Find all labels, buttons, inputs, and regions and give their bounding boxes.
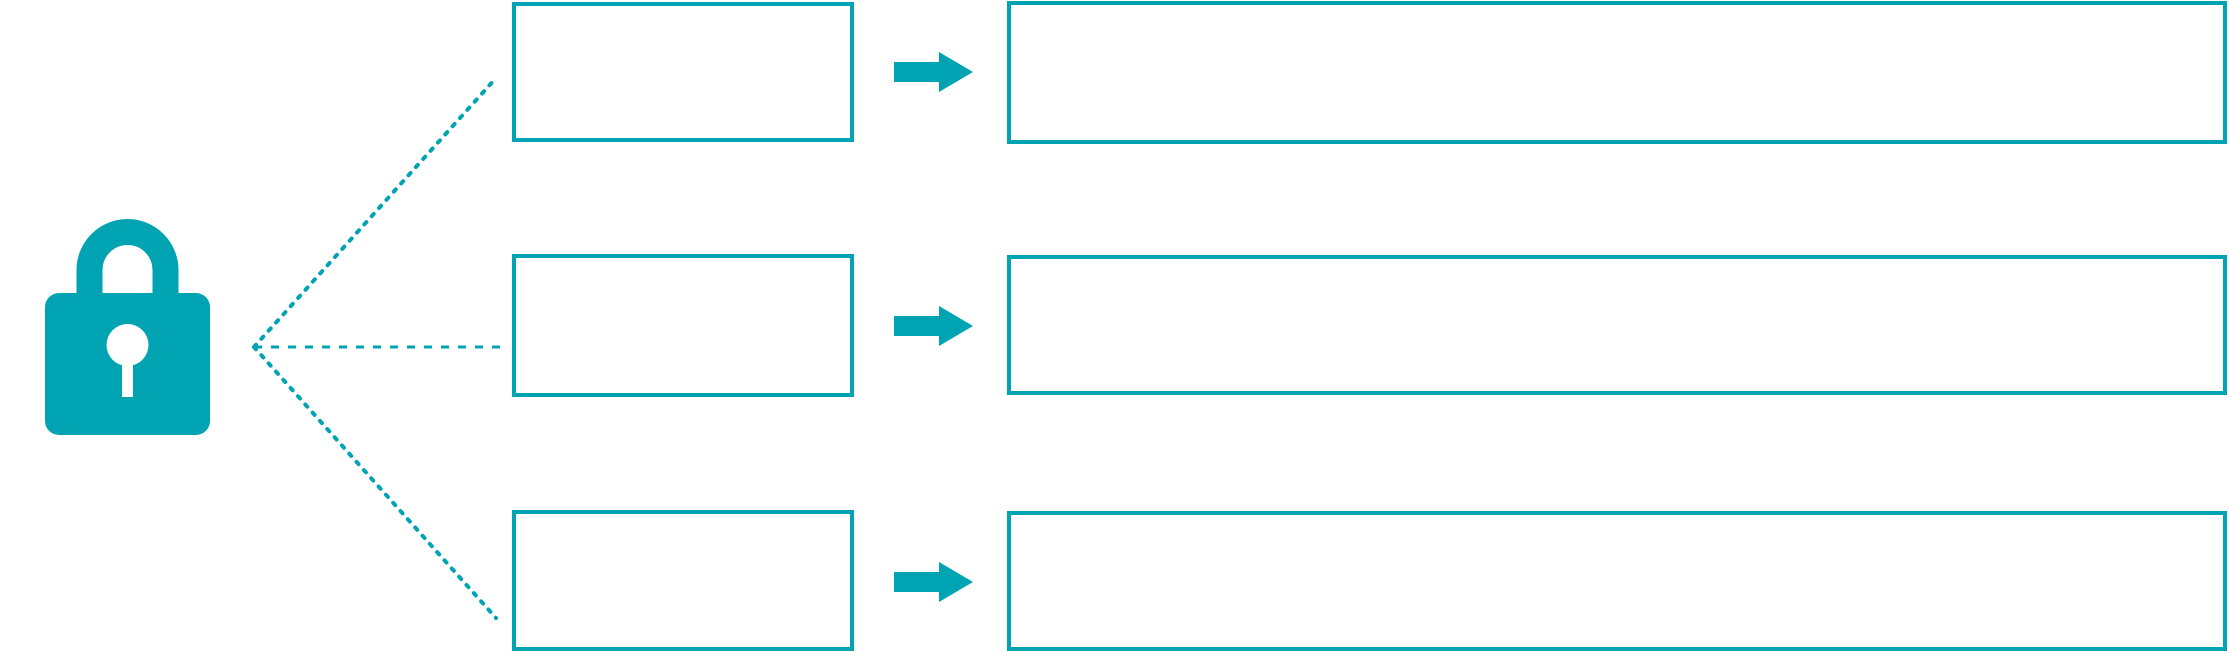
small-box-row-1 bbox=[512, 2, 854, 142]
dotted-connector-top bbox=[252, 76, 498, 349]
large-box-row-2 bbox=[1007, 255, 2227, 395]
arrow-right-icon bbox=[894, 52, 973, 92]
arrow-right-icon bbox=[894, 562, 973, 602]
padlock-shackle bbox=[76, 219, 179, 305]
padlock-icon bbox=[45, 219, 210, 435]
arrow-right-shape bbox=[894, 52, 973, 92]
small-box-row-3 bbox=[512, 510, 854, 651]
large-box-row-1 bbox=[1007, 1, 2227, 144]
arrow-right-shape bbox=[894, 562, 973, 602]
dotted-connector-bottom bbox=[252, 345, 498, 620]
keyhole-stem bbox=[122, 345, 133, 397]
small-box-row-2 bbox=[512, 254, 854, 397]
arrow-right-icon bbox=[894, 306, 973, 346]
arrow-right-shape bbox=[894, 306, 973, 346]
large-box-row-3 bbox=[1007, 511, 2227, 651]
